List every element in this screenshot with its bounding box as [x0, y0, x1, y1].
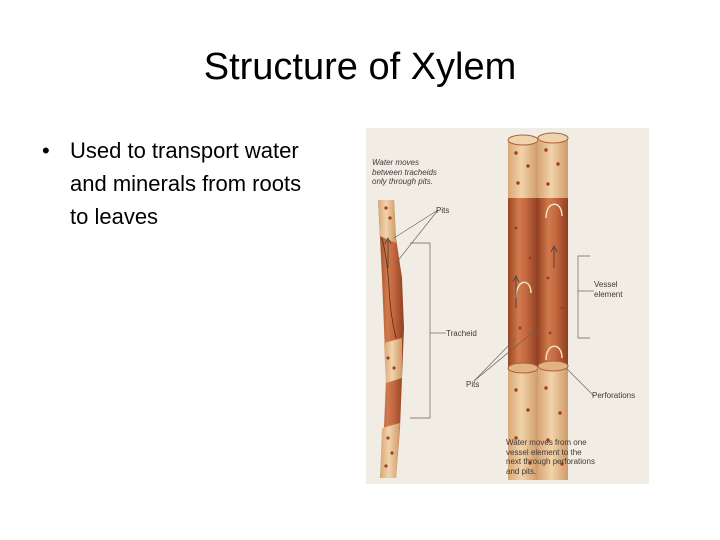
label-line: Vessel: [594, 280, 618, 289]
bullet-line: to leaves: [70, 204, 159, 229]
label-pits-bottom: Pits: [466, 380, 480, 389]
slide-title: Structure of Xylem: [203, 46, 517, 88]
label-line: Water moves: [372, 158, 419, 167]
bullet-marker: •: [42, 138, 50, 163]
tracheid-cell: [378, 200, 404, 478]
xylem-illustration: [378, 132, 595, 480]
label-line: and pits.: [506, 466, 537, 476]
vessel-column-left: [507, 134, 539, 480]
label-vessel-element: Vessel element: [594, 280, 622, 299]
leader-lines: [393, 209, 595, 419]
label-line: Water moves from one: [506, 438, 587, 447]
bullet-line: Used to transport water: [70, 138, 299, 163]
xylem-diagram: Water moves between tracheids only throu…: [366, 128, 649, 484]
label-line: only through pits.: [372, 177, 433, 186]
label-line: vessel element to the: [506, 447, 582, 457]
bullet-list: • Used to transport water and minerals f…: [42, 134, 352, 233]
label-water-vessel: Water moves from one vessel element to t…: [506, 438, 595, 476]
label-tracheid: Tracheid: [446, 329, 477, 338]
label-water-tracheids: Water moves between tracheids only throu…: [372, 158, 437, 187]
pits-dots: [514, 148, 564, 466]
label-line: element: [594, 289, 623, 299]
bullet-line: and minerals from roots: [70, 171, 302, 196]
label-perforations: Perforations: [592, 391, 636, 400]
label-pits-top: Pits: [436, 206, 450, 215]
label-line: next through perforations: [506, 457, 595, 466]
label-line: between tracheids: [372, 167, 437, 177]
bullet-item: • Used to transport water and minerals f…: [42, 134, 352, 233]
vessel-column-right: [537, 132, 569, 480]
